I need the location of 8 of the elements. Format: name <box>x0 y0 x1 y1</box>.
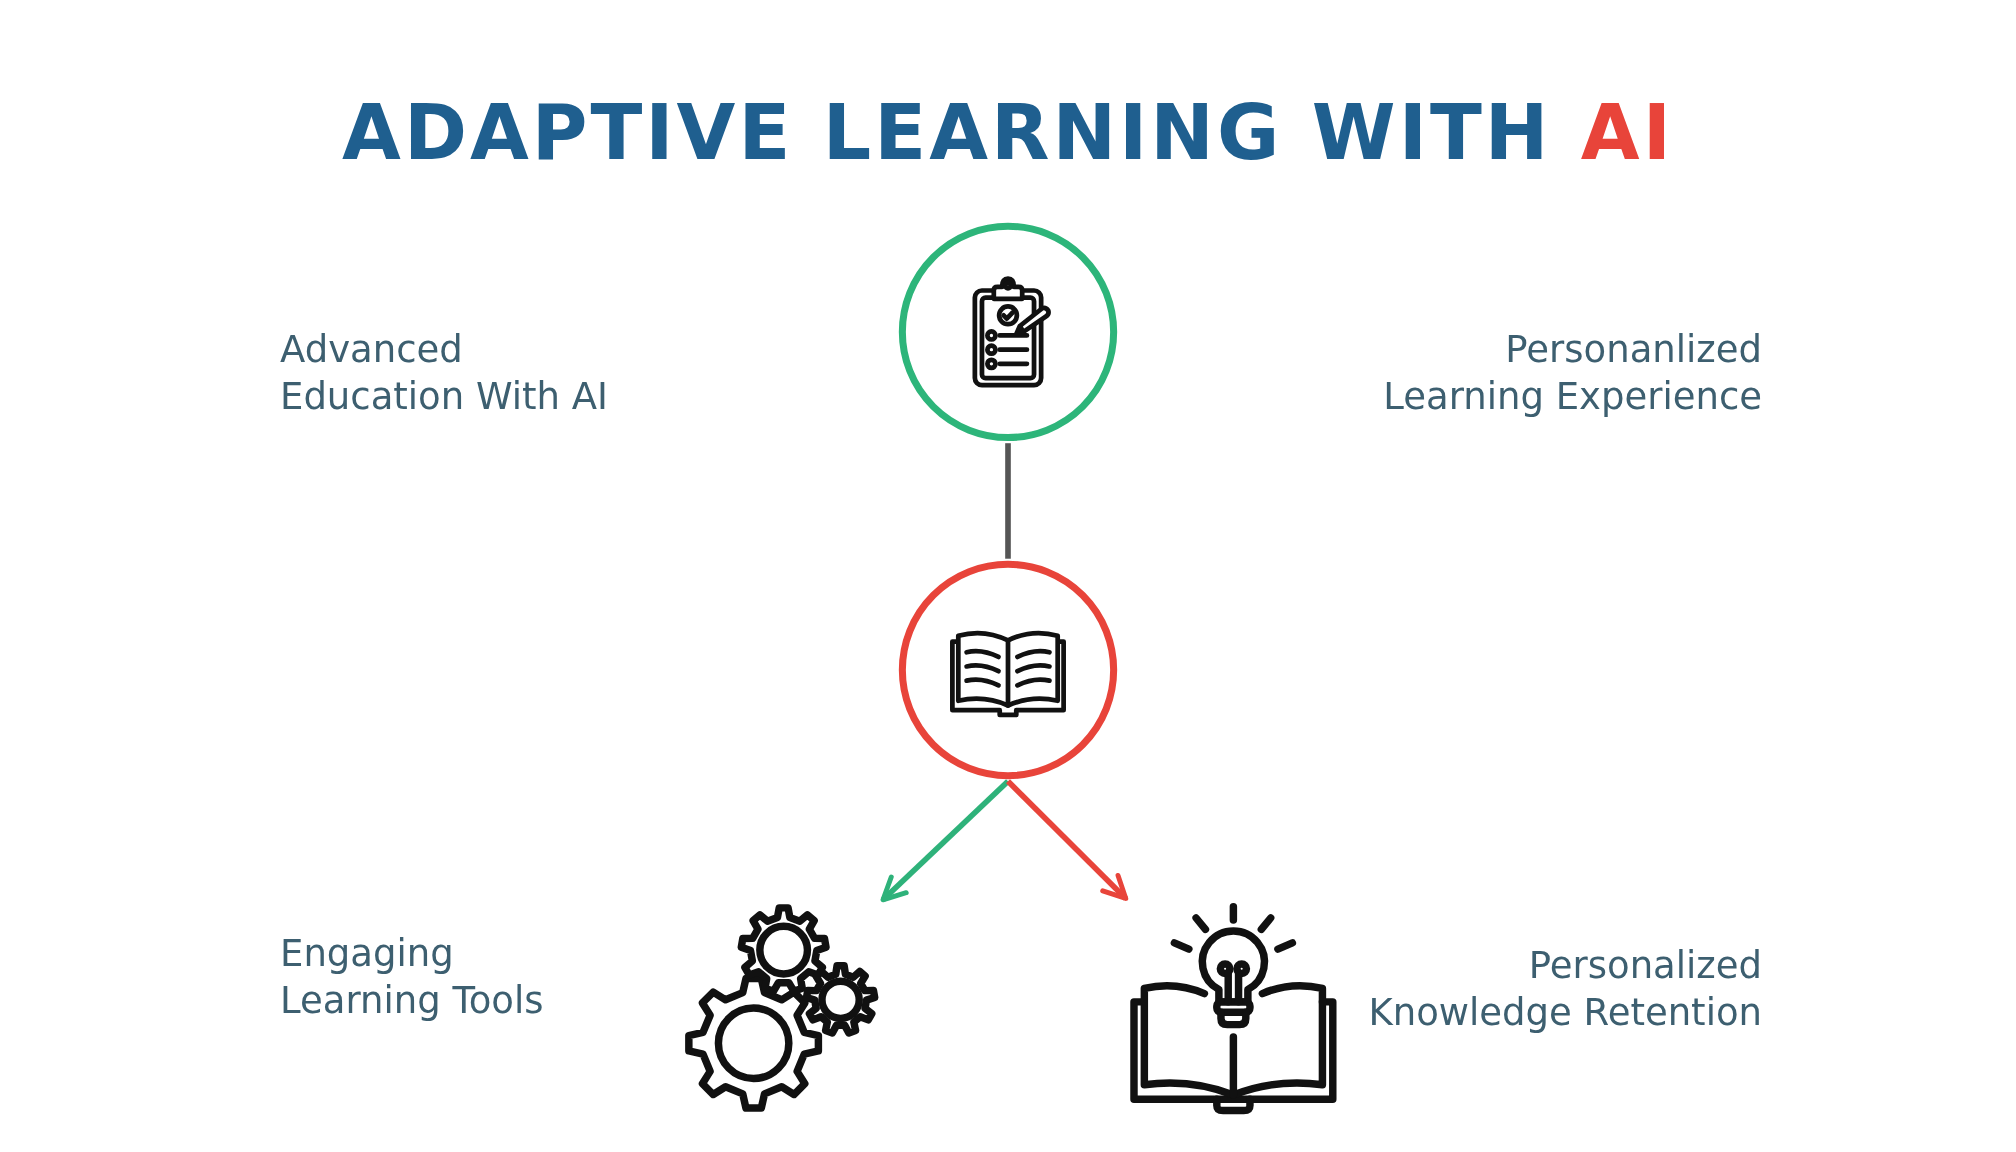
feature-label: Personalized Knowledge Retention <box>1367 943 1762 1036</box>
feature-label: Advanced Education With AI <box>280 327 609 420</box>
title: ADAPTIVE LEARNING WITH AI <box>342 88 1674 177</box>
feature-label: Personanlized Learning Experience <box>1382 327 1762 420</box>
arrow <box>1006 779 1129 901</box>
connector-line <box>1005 443 1011 559</box>
arrow <box>880 779 1010 903</box>
feature-label: Engaging Learning Tools <box>280 931 545 1024</box>
